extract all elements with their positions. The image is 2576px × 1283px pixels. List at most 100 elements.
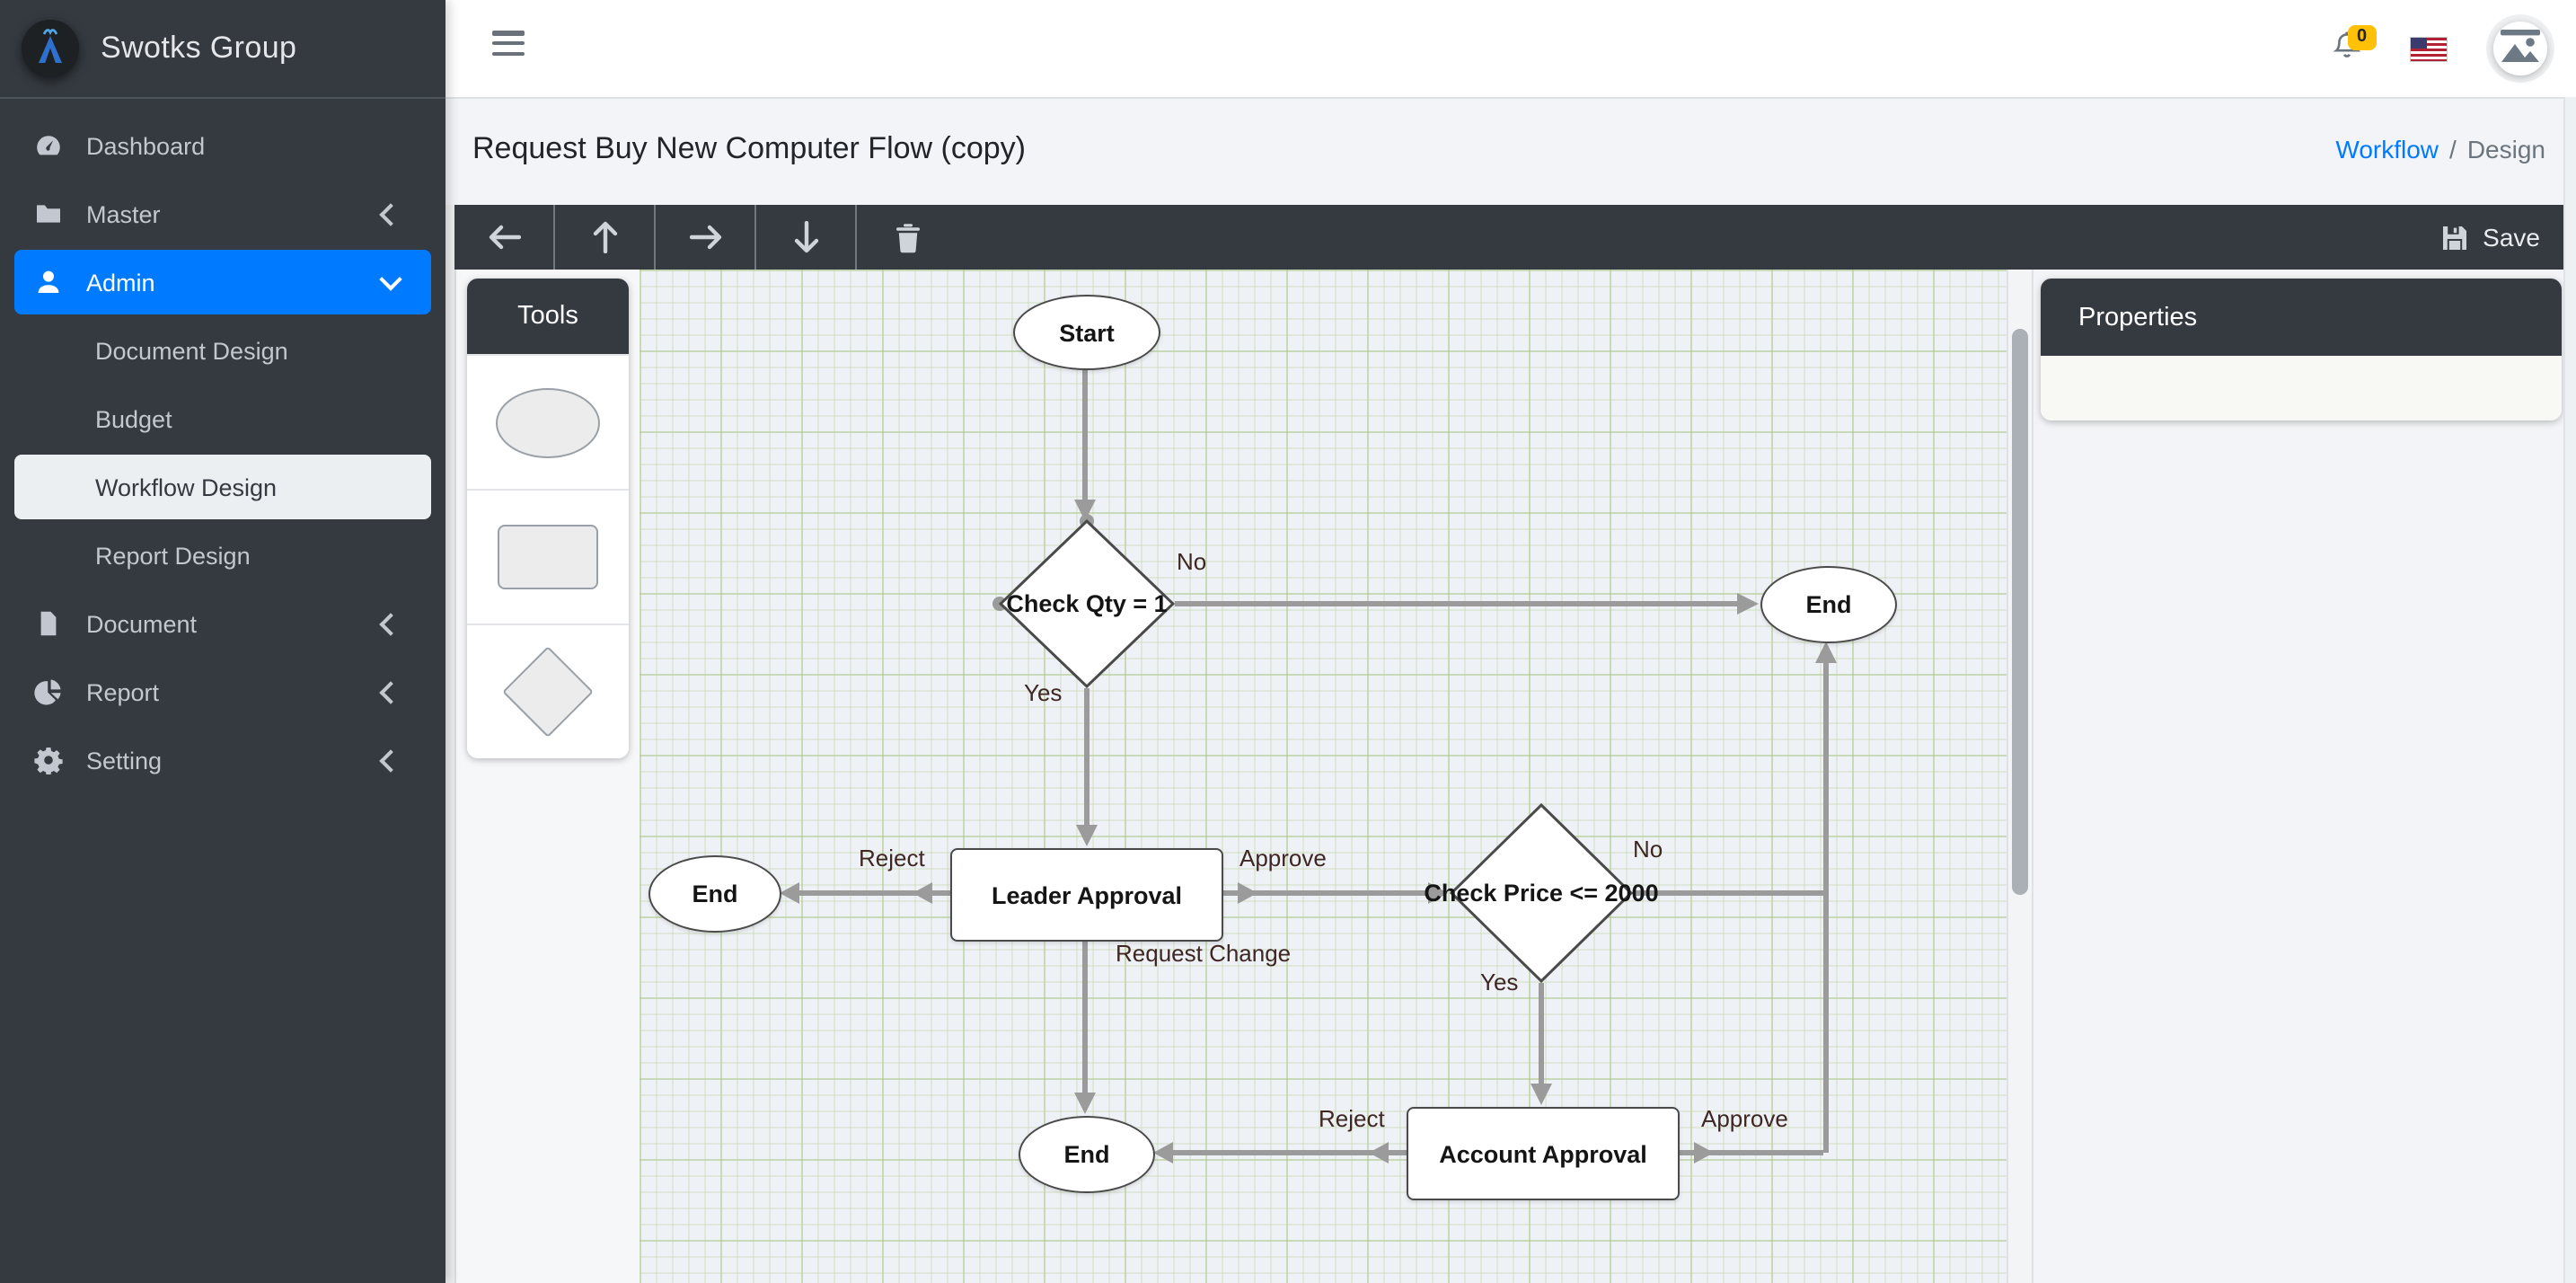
ellipse-shape-icon	[496, 387, 600, 457]
flow-node-leader-approval[interactable]: Leader Approval	[950, 848, 1223, 942]
chevron-left-icon	[379, 748, 402, 772]
breadcrumb-workflow-link[interactable]: Workflow	[2335, 135, 2439, 164]
diamond-shape-icon	[502, 646, 594, 738]
sidebar-item-label: Master	[86, 200, 161, 227]
notification-badge: 0	[2348, 25, 2377, 50]
sidebar: Swotks Group Dashboard Master	[0, 0, 446, 1283]
sidebar-item-report-design[interactable]: Report Design	[14, 523, 431, 588]
node-label: Leader Approval	[991, 881, 1183, 908]
node-label: Account Approval	[1439, 1140, 1647, 1167]
tool-ellipse[interactable]	[467, 354, 629, 489]
brand-title: Swotks Group	[101, 31, 297, 65]
notifications-button[interactable]: 0	[2332, 25, 2377, 66]
page-scroll-gutter[interactable]	[2563, 97, 2576, 1283]
arrow-down-icon	[793, 221, 818, 253]
flow-node-end-top-right[interactable]: End	[1760, 566, 1897, 643]
tool-rectangle[interactable]	[467, 489, 629, 624]
save-icon	[2443, 226, 2467, 249]
sidebar-subitem-label: Workflow Design	[95, 473, 278, 500]
language-flag-us[interactable]	[2411, 37, 2447, 60]
flow-node-check-qty[interactable]: Check Qty = 1	[999, 519, 1175, 688]
sidebar-subitem-label: Document Design	[95, 337, 288, 364]
edge-label-account-reject: Reject	[1319, 1105, 1385, 1132]
flag-canton	[2411, 37, 2427, 49]
flow-node-end-left[interactable]: End	[648, 855, 781, 933]
breadcrumb-current: Design	[2466, 135, 2545, 164]
scrollbar-thumb[interactable]	[2011, 329, 2027, 895]
properties-panel: Properties	[2041, 279, 2562, 420]
properties-panel-body	[2041, 356, 2562, 420]
chevron-left-icon	[379, 680, 402, 703]
brand-logo-icon	[22, 20, 79, 77]
node-label: Start	[1059, 319, 1115, 346]
sidebar-item-master[interactable]: Master	[14, 181, 431, 246]
properties-panel-title: Properties	[2041, 279, 2562, 356]
sidebar-item-label: Dashboard	[86, 132, 206, 159]
canvas-toolbar: Save	[454, 205, 2565, 270]
sidebar-item-label: Document	[86, 610, 198, 637]
flow-node-account-approval[interactable]: Account Approval	[1407, 1107, 1680, 1200]
sidebar-item-workflow-design[interactable]: Workflow Design	[14, 455, 431, 519]
save-label: Save	[2483, 223, 2540, 252]
sidebar-item-report[interactable]: Report	[14, 659, 431, 724]
gauge-icon	[29, 131, 68, 160]
node-label: End	[1063, 1141, 1110, 1168]
move-left-button[interactable]	[454, 205, 555, 270]
edge-label-price-yes: Yes	[1480, 969, 1519, 995]
image-placeholder-icon	[2493, 22, 2547, 75]
file-icon	[29, 609, 68, 638]
delete-button[interactable]	[857, 205, 957, 270]
node-label: End	[692, 880, 738, 907]
breadcrumb: Workflow / Design	[2335, 135, 2545, 164]
sidebar-item-admin[interactable]: Admin	[14, 250, 431, 314]
tools-panel-title: Tools	[467, 279, 629, 354]
edge-label-request-change: Request Change	[1116, 940, 1292, 967]
sidebar-item-document[interactable]: Document	[14, 591, 431, 656]
flow-node-start[interactable]: Start	[1013, 295, 1160, 370]
canvas-vertical-scrollbar[interactable]	[2007, 270, 2033, 1283]
sidebar-item-dashboard[interactable]: Dashboard	[14, 113, 431, 178]
edge-label-leader-approve: Approve	[1239, 845, 1327, 872]
edge-label-qty-yes: Yes	[1024, 679, 1063, 706]
top-navbar: 0	[446, 0, 2576, 99]
flow-canvas[interactable]: Start Check Qty = 1 End End Leader Appro…	[640, 270, 2007, 1283]
move-up-button[interactable]	[555, 205, 656, 270]
node-label: Check Qty = 1	[1006, 590, 1168, 617]
tools-scroll-track[interactable]	[446, 205, 456, 1283]
tool-diamond[interactable]	[467, 624, 629, 758]
trash-icon	[895, 223, 919, 252]
arrow-right-icon	[689, 225, 721, 250]
chevron-left-icon	[379, 612, 402, 635]
save-button[interactable]: Save	[2441, 205, 2540, 270]
sidebar-subitem-label: Report Design	[95, 542, 251, 569]
sidebar-item-label: Report	[86, 678, 160, 705]
move-right-button[interactable]	[656, 205, 756, 270]
edge-label-leader-reject: Reject	[859, 845, 925, 872]
edge-label-qty-no: No	[1177, 548, 1207, 575]
breadcrumb-separator: /	[2449, 135, 2457, 164]
sidebar-toggle-button[interactable]	[492, 31, 525, 56]
user-avatar[interactable]	[2493, 22, 2547, 75]
edge-label-account-approve: Approve	[1701, 1105, 1788, 1132]
sidebar-item-label: Admin	[86, 269, 155, 296]
sidebar-item-setting[interactable]: Setting	[14, 728, 431, 792]
node-label: End	[1805, 591, 1852, 618]
sidebar-item-label: Setting	[86, 747, 163, 774]
sidebar-item-budget[interactable]: Budget	[14, 386, 431, 451]
page-header: Request Buy New Computer Flow (copy) Wor…	[446, 97, 2576, 205]
flow-node-check-price[interactable]: Check Price <= 2000	[1424, 803, 1659, 983]
edge-label-price-no: No	[1633, 836, 1663, 863]
pie-chart-icon	[29, 677, 68, 706]
brand[interactable]: Swotks Group	[0, 0, 446, 99]
user-icon	[29, 268, 68, 296]
gear-icon	[29, 746, 68, 774]
sidebar-menu: Dashboard Master Admin Document De	[0, 99, 446, 810]
flow-node-end-bottom[interactable]: End	[1019, 1116, 1155, 1193]
sidebar-item-document-design[interactable]: Document Design	[14, 318, 431, 383]
rectangle-shape-icon	[498, 525, 598, 589]
move-down-button[interactable]	[756, 205, 857, 270]
chevron-left-icon	[379, 202, 402, 226]
arrow-up-icon	[592, 221, 617, 253]
page-title: Request Buy New Computer Flow (copy)	[472, 131, 1027, 165]
